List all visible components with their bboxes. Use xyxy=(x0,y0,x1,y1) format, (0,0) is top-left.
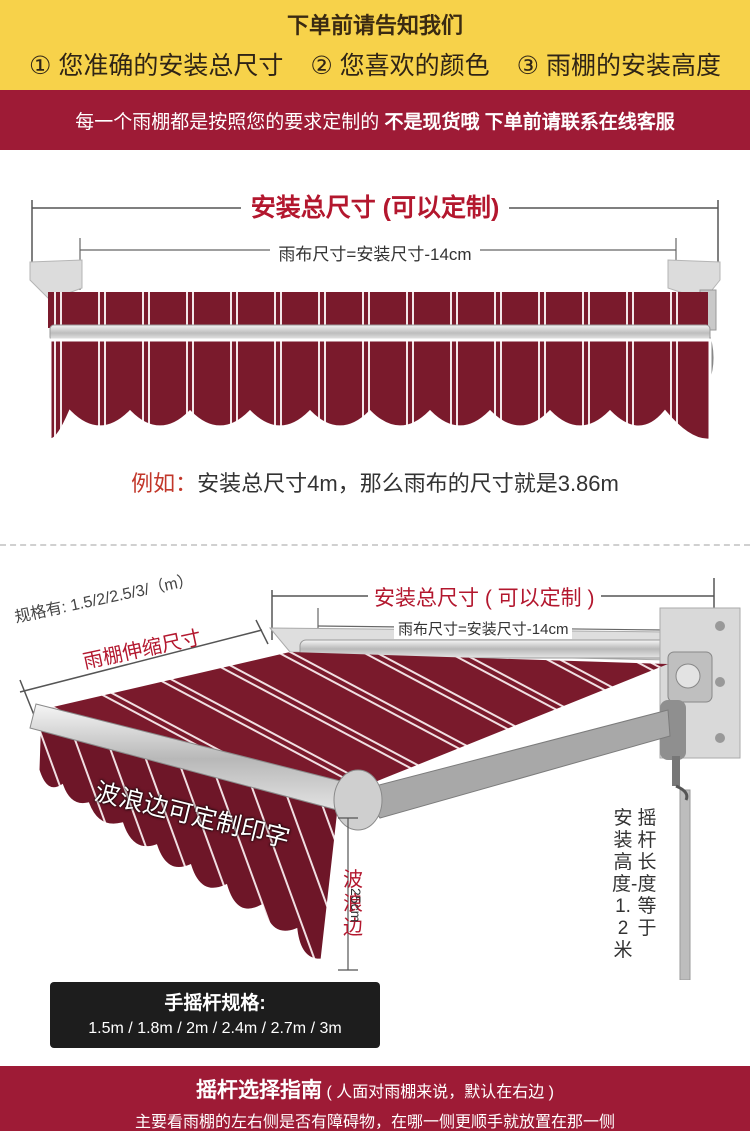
top-notice-title: 下单前请告知我们 xyxy=(286,13,463,38)
crank-guide-description: 主要看雨棚的左右侧是否有障碍物，在哪一侧更顺手就放置在那一侧 xyxy=(134,1114,615,1131)
section-divider xyxy=(0,544,750,546)
crank-spec-sizes: 1.5m / 1.8m / 2m / 2.4m / 2.7m / 3m xyxy=(88,1020,342,1037)
front-view-awning-illustration xyxy=(29,200,721,442)
fabric-size-label-text: 雨布尺寸=安装尺寸-14cm xyxy=(270,245,480,264)
crank-note-col2: 安装高度-1.2米 xyxy=(612,808,638,961)
awning-valance xyxy=(36,708,342,962)
custom-notice-bar xyxy=(0,90,750,150)
custom-notice-text: 每一个雨棚都是按照您的要求定制的 不是现货哦 下单前请联系在线客服 xyxy=(0,107,750,134)
example-prefix: 例如： xyxy=(131,471,198,496)
fabric-size-label-2: 雨布尺寸=安装尺寸-14cm xyxy=(394,618,573,639)
crank-rod xyxy=(672,756,691,980)
custom-notice-normal: 每一个雨棚都是按照您的要求定制的 xyxy=(75,112,380,133)
crank-guide-title: 摇杆选择指南 xyxy=(195,1079,322,1102)
awning-fabric-top xyxy=(40,652,668,788)
fabric-size-label: 雨布尺寸=安装尺寸-14cm xyxy=(0,240,750,265)
top-notice-banner xyxy=(0,0,750,90)
side-view-awning-illustration xyxy=(19,578,741,980)
total-size-label-text: 安装总尺寸 (可以定制) xyxy=(240,194,510,222)
crank-guide-note: ( 人面对雨棚来说，默认在右边 ) xyxy=(326,1084,554,1101)
crank-spec-box xyxy=(50,982,380,1048)
example-line: 例如：安装总尺寸4m，那么雨布的尺寸就是3.86m xyxy=(0,466,750,498)
crank-guide-bar xyxy=(0,1066,750,1131)
wave-edge-size: 25cm xyxy=(348,888,364,923)
awning-fabric-front xyxy=(48,292,712,442)
wave-edge-label: 波浪边 xyxy=(343,869,363,939)
wave-dimension-line xyxy=(338,817,358,971)
total-size-label-2: 安装总尺寸 ( 可以定制 ) xyxy=(368,582,601,612)
crank-note-col1: 摇杆长度等于 xyxy=(637,808,657,939)
custom-notice-bold: 不是现货哦 下单前请联系在线客服 xyxy=(384,112,675,133)
notice-item-height: ③ 雨棚的安装高度 xyxy=(516,52,721,80)
crank-spec-title: 手摇杆规格: xyxy=(164,993,266,1014)
total-size-label: 安装总尺寸 (可以定制) xyxy=(0,188,750,224)
example-text: 安装总尺寸4m，那么雨布的尺寸就是3.86m xyxy=(197,471,619,496)
crank-guide-heading: 摇杆选择指南 ( 人面对雨棚来说，默认在右边 ) xyxy=(0,1074,750,1104)
front-bar xyxy=(29,703,383,831)
notice-item-size: ① 您准确的安装总尺寸 xyxy=(29,52,284,80)
notice-item-color: ② 您喜欢的颜色 xyxy=(310,52,490,80)
wall-bracket-right xyxy=(659,607,741,760)
top-notice-items: ① 您准确的安装总尺寸 ② 您喜欢的颜色 ③ 雨棚的安装高度 xyxy=(0,46,750,82)
